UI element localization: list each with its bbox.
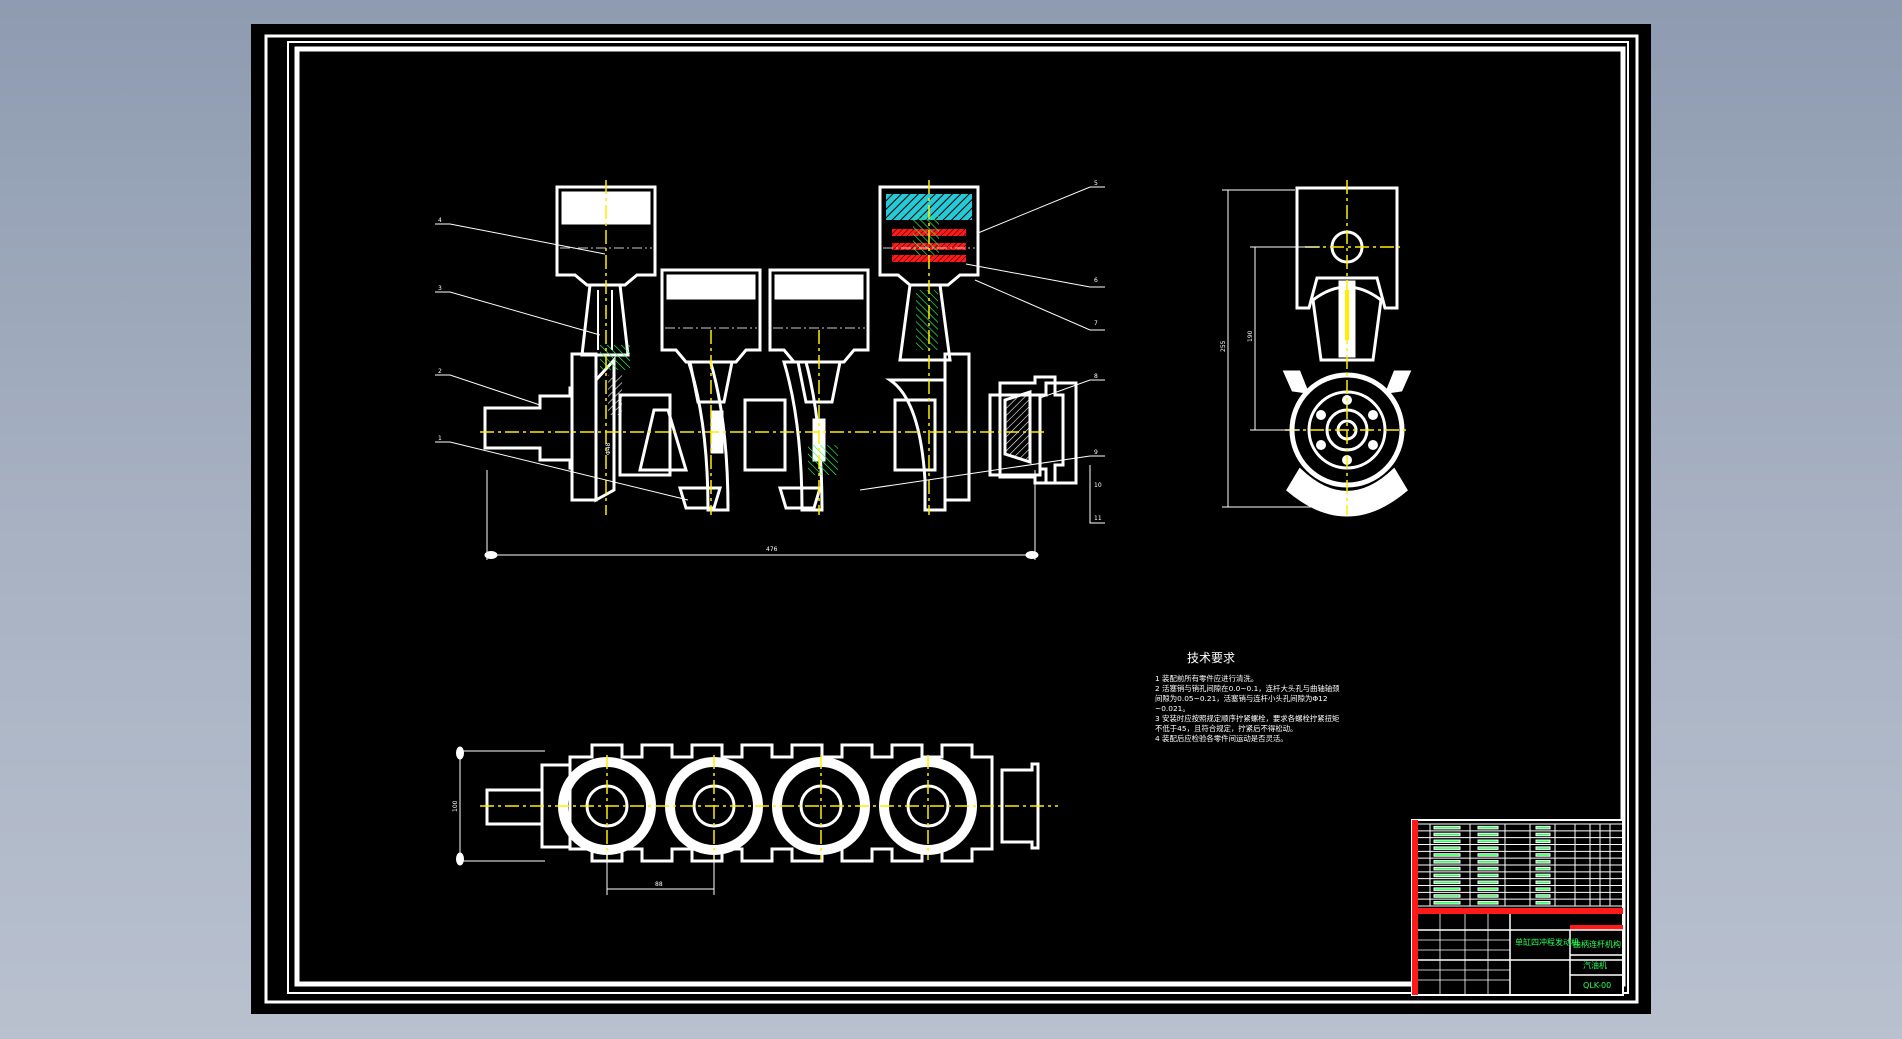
side-total-height: 255	[1220, 340, 1227, 352]
leader-lines	[435, 186, 1105, 524]
balloon-3: 3	[438, 285, 442, 292]
parts-list-entry	[1433, 832, 1461, 837]
parts-list-entry	[1477, 901, 1499, 905]
title-block-drawing-title: 单缸四冲程发动机	[1515, 937, 1579, 947]
tech-line-1: 1 装配前所有零件应进行清洗。	[1155, 674, 1258, 683]
parts-list-entry	[1433, 894, 1461, 898]
tech-line-5: 3 安装时应按照规定顺序拧紧螺栓，要求各螺栓拧紧扭矩	[1155, 714, 1340, 723]
balloon-4: 4	[438, 217, 442, 224]
balloon-1: 1	[438, 435, 442, 442]
top-dimensions	[456, 746, 715, 895]
title-block-code: QLK-00	[1583, 981, 1611, 990]
parts-list-entry	[1535, 901, 1551, 905]
side-dimensions	[1222, 189, 1330, 508]
journal-dim-value: Φ48	[605, 442, 612, 455]
parts-list-entry	[1433, 901, 1461, 905]
parts-list-entry	[1477, 860, 1499, 864]
middle-border	[287, 41, 1629, 994]
balloon-7: 7	[1094, 320, 1098, 327]
tech-line-4: ~0.021。	[1155, 704, 1190, 713]
tech-line-7: 4 装配后应检验各零件间运动是否灵活。	[1155, 734, 1288, 743]
centerlines-top	[480, 755, 1058, 860]
parts-list-entry	[1535, 846, 1551, 850]
parts-list-entry	[1535, 873, 1551, 878]
parts-list-entry	[1535, 880, 1551, 885]
parts-list-entry	[1477, 839, 1499, 844]
parts-list-entry	[1477, 866, 1499, 871]
centerlines-front	[480, 180, 1045, 515]
title-block-small-grid	[1418, 914, 1510, 995]
parts-list-entry	[1535, 839, 1551, 844]
parts-list-entry	[1535, 825, 1551, 830]
balloon-labels: 4 3 2 1 5 6 7 8 9 10 11	[438, 180, 1102, 522]
parts-list-grid	[1418, 823, 1623, 907]
title-block-designation: 曲柄连杆机构	[1573, 939, 1621, 949]
parts-list-entry	[1433, 887, 1461, 891]
tech-requirements-title: 技术要求	[1187, 651, 1235, 665]
balloon-11: 11	[1094, 515, 1102, 522]
parts-list-entry	[1433, 880, 1461, 885]
balloon-10: 10	[1094, 482, 1102, 489]
top-pitch-value: 88	[655, 881, 663, 888]
piston-pin-axes	[560, 247, 975, 329]
parts-list-entry	[1433, 866, 1461, 871]
parts-list-entry	[1433, 873, 1461, 878]
overall-length-value: 476	[766, 546, 778, 553]
parts-list-entry	[1535, 887, 1551, 891]
parts-list-entry	[1477, 873, 1499, 878]
parts-list-entry	[1535, 894, 1551, 898]
parts-list-entry	[1535, 853, 1551, 857]
inner-border	[294, 46, 1626, 987]
top-width-value: 100	[452, 800, 459, 812]
balloon-8: 8	[1094, 373, 1098, 380]
parts-list-entry	[1477, 887, 1499, 891]
title-block: 单缸四冲程发动机 曲柄连杆机构 汽油机 QLK-00	[1411, 819, 1624, 996]
balloon-2: 2	[438, 368, 442, 375]
parts-list-entry	[1477, 880, 1499, 885]
title-block-part-name: 汽油机	[1583, 960, 1607, 970]
tech-line-3: 间隙为0.05~0.21，活塞销与连杆小头孔间隙为Φ12	[1155, 694, 1328, 703]
parts-list-entry	[1477, 825, 1499, 830]
parts-list-entry	[1433, 846, 1461, 850]
centerlines-side	[1285, 180, 1410, 515]
parts-list-entry	[1535, 866, 1551, 871]
overall-length-dimension	[484, 470, 1039, 560]
balloon-9: 9	[1094, 449, 1098, 456]
parts-list-entry	[1433, 839, 1461, 844]
parts-list-entry	[1433, 853, 1461, 857]
outer-border	[264, 34, 1639, 1004]
parts-list-entry	[1535, 832, 1551, 837]
tech-line-2: 2 活塞销与销孔间隙在0.0~0.1，连杆大头孔与曲轴轴颈	[1155, 684, 1340, 693]
tech-line-6: 不低于45，且符合规定，拧紧后不得松动。	[1155, 724, 1297, 733]
technical-requirements: 技术要求 1 装配前所有零件应进行清洗。 2 活塞销与销孔间隙在0.0~0.1，…	[1155, 651, 1340, 743]
balloon-6: 6	[1094, 277, 1098, 284]
parts-list-entry	[1433, 825, 1461, 830]
parts-list-entry	[1477, 846, 1499, 850]
parts-list-entry	[1477, 832, 1499, 837]
parts-list-entry	[1535, 860, 1551, 864]
parts-list-entry	[1477, 894, 1499, 898]
parts-list-entry	[1433, 860, 1461, 864]
parts-list-entry	[1477, 853, 1499, 857]
side-center-distance: 190	[1247, 330, 1254, 342]
balloon-5: 5	[1094, 180, 1098, 187]
